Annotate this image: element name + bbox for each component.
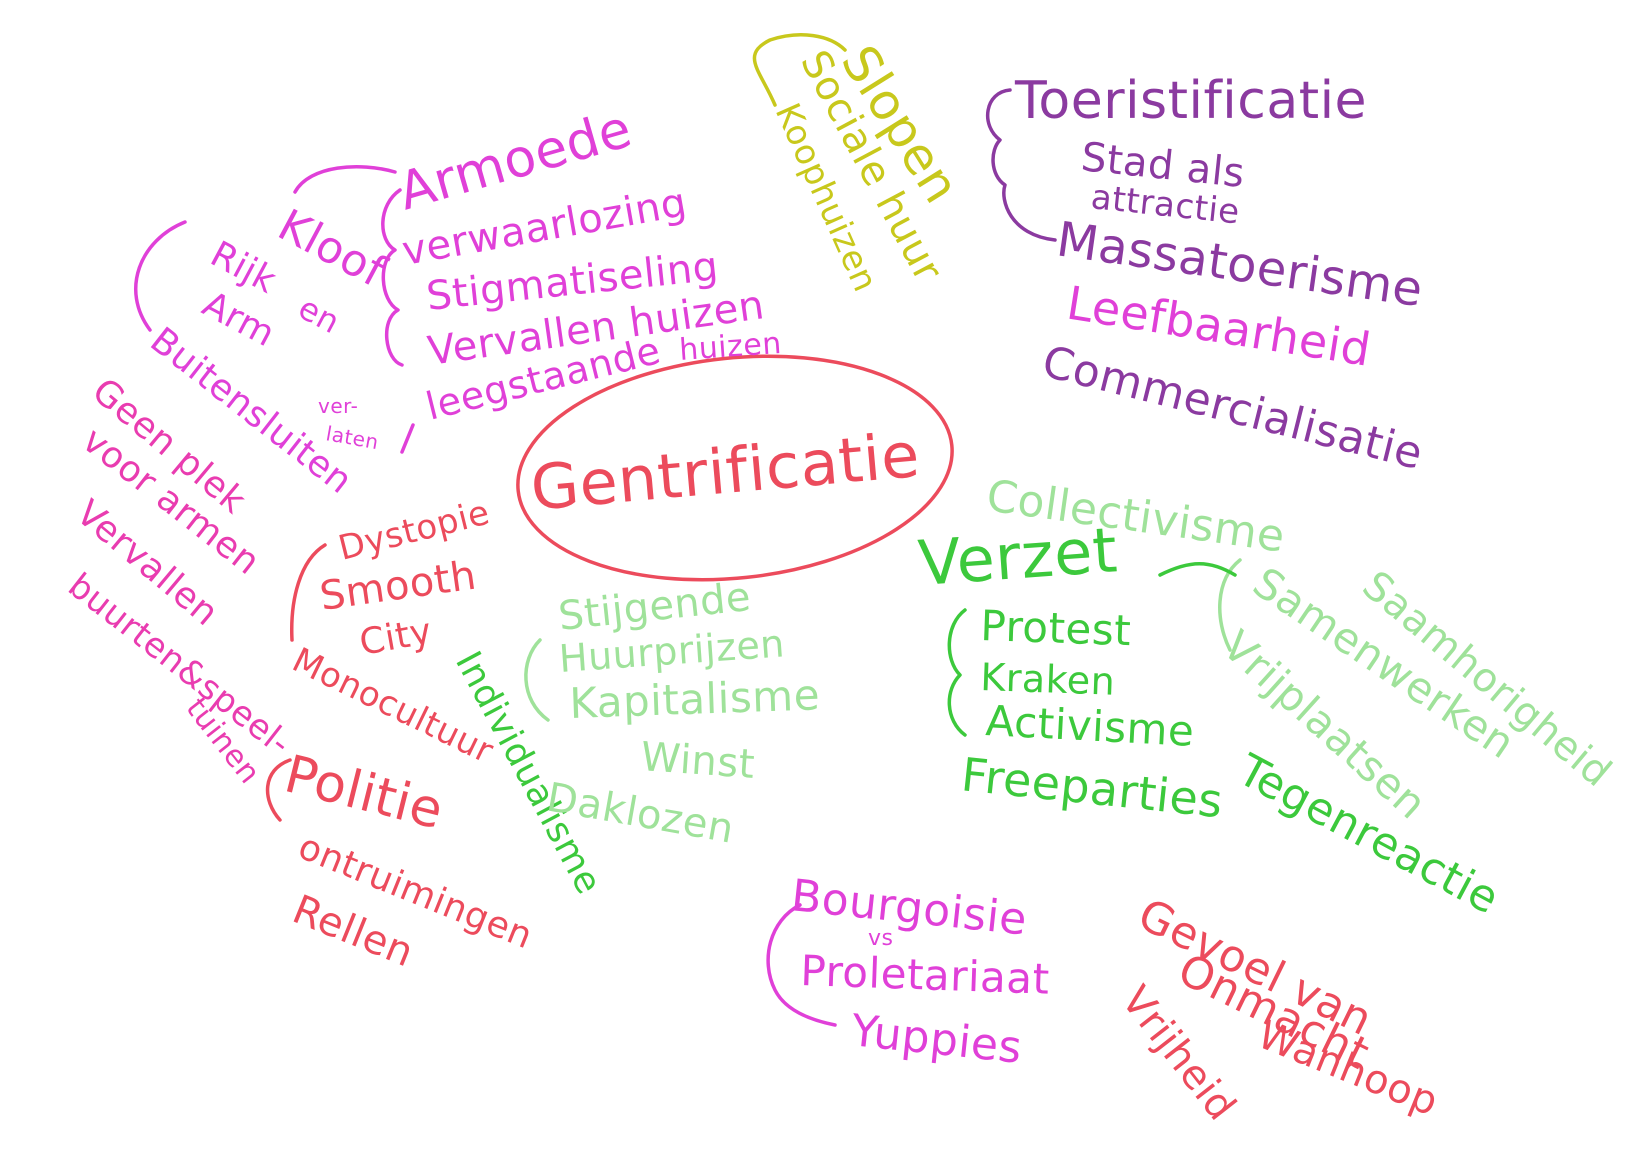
bracket-rijk-arm	[134, 220, 187, 332]
bracket-verzet	[947, 608, 967, 737]
word-activisme: Activisme	[984, 696, 1195, 756]
word-ver: ver-	[318, 394, 358, 418]
word-city: City	[356, 611, 435, 664]
word-kapitalisme: Kapitalisme	[569, 670, 821, 728]
slash-mark	[400, 423, 415, 454]
center-ellipse	[516, 354, 954, 582]
word-winst: Winst	[639, 734, 756, 788]
word-bourgoisie: Bourgoisie	[789, 870, 1030, 945]
word-en: en	[292, 289, 346, 342]
word-huizen-small: huizen	[678, 326, 783, 368]
bracket-collectivisme	[1218, 558, 1242, 652]
bracket-dystopie	[290, 543, 327, 642]
word-toeristificatie: Toeristificatie	[1014, 71, 1367, 131]
word-freeparties: Freeparties	[959, 747, 1226, 828]
word-protest: Protest	[980, 601, 1132, 655]
word-smooth: Smooth	[317, 552, 479, 619]
bracket-bourgoisie	[766, 903, 837, 1027]
word-vs: vs	[868, 926, 893, 951]
word-kloof: Kloof	[270, 200, 395, 299]
word-politie: Politie	[279, 744, 449, 841]
bracket-politie	[265, 758, 292, 822]
connector-slopen	[752, 33, 847, 107]
word-yuppies: Yuppies	[848, 1005, 1025, 1074]
word-verzet: Verzet	[916, 513, 1120, 600]
word-arm: Arm	[196, 284, 282, 356]
bracket-stijgende	[524, 638, 550, 722]
bracket-armoede	[381, 188, 404, 367]
center-label: Gentrificatie	[528, 418, 923, 525]
word-proletariaat: Proletariaat	[800, 946, 1051, 1004]
word-commercialisatie: Commercialisatie	[1037, 336, 1428, 480]
connector-kloof	[293, 165, 397, 194]
connector-verzet	[1158, 562, 1237, 577]
bracket-toeristificatie	[985, 88, 1057, 242]
word-kraken: Kraken	[980, 655, 1116, 704]
